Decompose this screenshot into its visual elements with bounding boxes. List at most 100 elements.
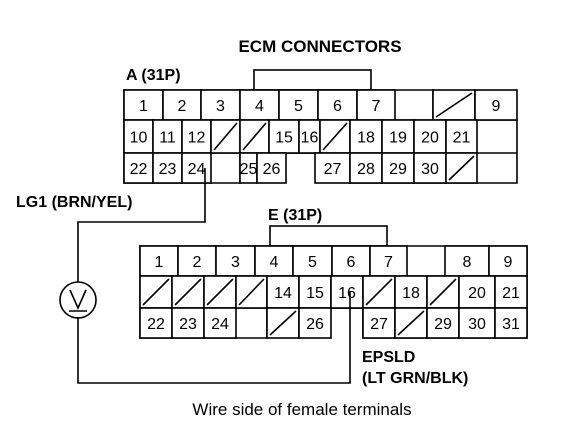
terminal-number: 6 <box>333 98 342 115</box>
terminal-cell <box>203 275 237 309</box>
connector-e-label: E (31P) <box>268 207 322 224</box>
terminal-number: 18 <box>402 285 420 302</box>
wire-epsld <box>77 291 351 384</box>
terminal-number: 16 <box>301 130 319 147</box>
terminal-number: 9 <box>492 98 501 115</box>
terminal-cell <box>445 152 478 184</box>
voltmeter-icon <box>59 281 97 319</box>
terminal-number: 23 <box>159 161 177 178</box>
terminal-number: 22 <box>147 316 165 333</box>
terminal-cell: 18 <box>394 275 428 309</box>
terminal-number: 22 <box>130 161 148 178</box>
terminal-cell <box>432 89 476 121</box>
terminal-number: 31 <box>502 316 520 333</box>
terminal-cell <box>394 307 428 339</box>
terminal-cell: 15 <box>268 119 300 154</box>
unused-terminal-slash <box>322 122 348 151</box>
terminal-cell: 10 <box>123 119 154 154</box>
terminal-cell: 1 <box>139 245 179 277</box>
terminal-cell <box>210 119 241 154</box>
diagram-title: ECM CONNECTORS <box>238 37 401 56</box>
terminal-cell: 24 <box>181 152 212 184</box>
connector-a-lock-tab <box>253 69 372 91</box>
terminal-number: 12 <box>188 130 206 147</box>
caption: Wire side of female terminals <box>192 400 411 419</box>
terminal-number: 5 <box>294 98 303 115</box>
terminal-cell: 7 <box>356 89 396 121</box>
terminal-number: 6 <box>347 254 356 271</box>
terminal-cell: 9 <box>488 245 528 277</box>
terminal-cell: 3 <box>200 89 241 121</box>
terminal-cell <box>426 275 460 309</box>
terminal-cell: 2 <box>162 89 202 121</box>
unused-terminal-slash <box>429 278 457 306</box>
terminal-cell: 16 <box>330 275 364 309</box>
connector-e-lock-tab <box>269 225 388 247</box>
terminal-cell: 29 <box>381 152 415 184</box>
terminal-cell: 24 <box>203 307 237 339</box>
terminal-number: 23 <box>179 316 197 333</box>
terminal-cell: 6 <box>317 89 358 121</box>
unused-terminal-slash <box>213 122 238 151</box>
terminal-cell: 23 <box>171 307 205 339</box>
terminal-number: 10 <box>130 130 148 147</box>
terminal-cell: 31 <box>494 307 528 339</box>
terminal-cell: 29 <box>426 307 460 339</box>
unused-terminal-slash <box>448 155 475 181</box>
terminal-cell: 2 <box>177 245 217 277</box>
terminal-number: 4 <box>255 98 264 115</box>
terminal-cell: 8 <box>444 245 490 277</box>
terminal-number: 27 <box>324 161 342 178</box>
terminal-number: 20 <box>421 130 439 147</box>
terminal-cell: 4 <box>254 245 294 277</box>
terminal-number: 18 <box>357 130 375 147</box>
terminal-number: 21 <box>453 130 471 147</box>
terminal-cell: 28 <box>349 152 383 184</box>
terminal-cell: 5 <box>278 89 319 121</box>
terminal-cell: 20 <box>458 275 496 309</box>
unused-terminal-slash <box>206 278 234 306</box>
terminal-cell: 21 <box>445 119 478 154</box>
terminal-number: 30 <box>468 316 486 333</box>
terminal-number: 5 <box>308 254 317 271</box>
unused-terminal-slash <box>174 278 202 306</box>
terminal-cell: 4 <box>239 89 280 121</box>
wire-epsld-color-label: (LT GRN/BLK) <box>362 370 468 387</box>
terminal-cell <box>239 119 270 154</box>
terminal-cell <box>235 275 268 309</box>
terminal-cell: 6 <box>331 245 371 277</box>
terminal-number: 25 <box>240 161 258 178</box>
connector-a-label: A (31P) <box>126 67 181 84</box>
terminal-cell: 30 <box>458 307 496 339</box>
terminal-number: 26 <box>306 316 324 333</box>
wire-lg1-label: LG1 (BRN/YEL) <box>16 194 132 211</box>
terminal-number: 15 <box>306 285 324 302</box>
terminal-number: 24 <box>188 161 206 178</box>
terminal-number: 1 <box>155 254 164 271</box>
terminal-cell: 30 <box>413 152 447 184</box>
terminal-cell <box>171 275 205 309</box>
terminal-cell: 18 <box>349 119 383 154</box>
terminal-number: 26 <box>263 161 281 178</box>
unused-terminal-slash <box>365 278 393 306</box>
unused-terminal-slash <box>142 278 170 306</box>
terminal-cell: 23 <box>152 152 183 184</box>
terminal-cell: 7 <box>369 245 408 277</box>
terminal-cell <box>319 119 351 154</box>
terminal-number: 9 <box>504 254 513 271</box>
terminal-number: 15 <box>275 130 293 147</box>
unused-terminal-slash <box>242 122 267 151</box>
terminal-number: 1 <box>139 98 148 115</box>
terminal-number: 2 <box>178 98 187 115</box>
terminal-number: 29 <box>434 316 452 333</box>
terminal-cell: 9 <box>474 89 518 121</box>
terminal-number: 24 <box>211 316 229 333</box>
terminal-number: 7 <box>372 98 381 115</box>
terminal-number: 29 <box>389 161 407 178</box>
terminal-number: 4 <box>270 254 279 271</box>
terminal-cell: 25 <box>239 152 258 184</box>
